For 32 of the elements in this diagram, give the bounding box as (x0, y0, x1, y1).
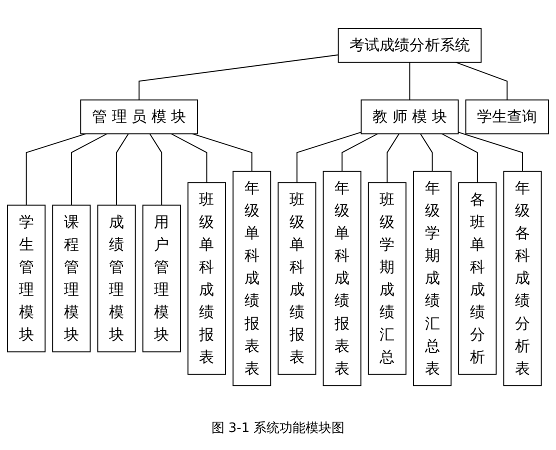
connector (192, 134, 252, 172)
connector (26, 134, 86, 206)
connector (386, 134, 400, 184)
connector (70, 134, 108, 206)
node-box: 管 理 员 模 块 (80, 100, 198, 135)
connector (342, 134, 378, 172)
node-box: 年级各科成绩分析表 (503, 171, 542, 387)
connector (409, 62, 410, 101)
node-box: 学生管理模块 (7, 205, 46, 353)
node-box: 用户管理模块 (142, 205, 181, 353)
caption: 图 3-1 系统功能模块图 (211, 420, 345, 437)
node-box: 学生查询 (465, 100, 549, 135)
node-box: 年级单科成绩报表表 (232, 171, 272, 387)
connector (420, 134, 433, 172)
node-box: 成绩管理模块 (97, 205, 136, 353)
node-box: 各班单科成绩分析 (458, 182, 497, 376)
connector (458, 132, 523, 172)
connector (296, 132, 362, 184)
node-box: 教 师 模 块 (360, 100, 459, 135)
node-box: 考试成绩分析系统 (338, 28, 482, 64)
connector (116, 134, 129, 206)
node-box: 班级单科成绩报表 (278, 182, 316, 376)
connector (170, 134, 208, 184)
node-box: 班级单科成绩报表 (187, 182, 226, 376)
node-box: 年级单科成绩报表表 (322, 171, 362, 387)
connector (149, 134, 162, 206)
node-box: 课程管理模块 (52, 205, 91, 353)
connector (441, 134, 478, 184)
node-box: 年级学期成绩汇总表 (413, 171, 452, 387)
connector (138, 54, 339, 101)
node-box: 班级学期成绩汇总 (368, 182, 406, 376)
connector (455, 62, 508, 101)
